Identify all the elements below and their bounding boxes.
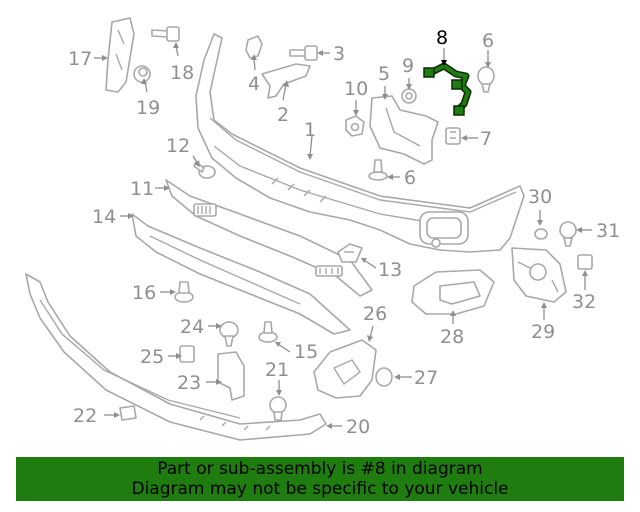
part-6-pushpin-upper	[477, 66, 495, 93]
callout-11: 11	[130, 178, 154, 200]
part-12-screw	[193, 161, 216, 179]
callout-29: 29	[531, 321, 555, 343]
callout-10: 10	[344, 78, 368, 100]
part-21-pushpin	[269, 396, 287, 421]
part-1-bumper-cover	[195, 33, 525, 253]
callout-6-upper: 6	[482, 30, 494, 52]
part-16-pushpin	[174, 281, 194, 303]
part-5-support-bracket	[369, 95, 439, 165]
part-32-bulb-holder	[577, 254, 593, 270]
banner-line-1: Part or sub-assembly is #8 in diagram	[157, 459, 483, 479]
part-9-washer	[401, 88, 417, 104]
part-22-clip	[119, 405, 137, 421]
part-24-screw	[219, 321, 239, 347]
callout-6-lower: 6	[404, 167, 416, 189]
callout-13: 13	[378, 259, 402, 281]
part-30-screw	[534, 228, 548, 240]
callout-12: 12	[166, 135, 190, 157]
part-31-socket	[559, 221, 577, 247]
part-15-pushpin	[258, 321, 278, 343]
part-17-side-bracket	[105, 17, 135, 93]
part-14-lower-grille	[131, 213, 351, 335]
callout-30: 30	[528, 186, 552, 208]
part-27-screw	[375, 367, 393, 387]
callout-2: 2	[277, 104, 289, 126]
part-28-fog-lamp-bezel	[411, 269, 495, 315]
part-10-nut	[345, 115, 365, 137]
callout-22: 22	[73, 405, 97, 427]
callout-21: 21	[265, 359, 289, 381]
callout-7: 7	[480, 128, 492, 150]
part-26-bracket	[313, 339, 377, 399]
callout-24: 24	[180, 316, 204, 338]
callout-25: 25	[140, 346, 164, 368]
part-4-clip	[245, 35, 263, 59]
callout-5: 5	[378, 63, 390, 85]
callout-26: 26	[363, 303, 387, 325]
callout-16: 16	[132, 282, 156, 304]
callout-31: 31	[596, 220, 620, 242]
callout-28: 28	[440, 326, 464, 348]
callout-19: 19	[136, 97, 160, 119]
part-19-nut	[133, 65, 151, 83]
part-8-wiring-harness	[423, 62, 472, 116]
part-20-lower-valance	[25, 273, 327, 441]
part-7-clip	[445, 127, 461, 145]
callout-1: 1	[304, 119, 316, 141]
callout-32: 32	[572, 291, 596, 313]
callout-15: 15	[294, 341, 318, 363]
callout-23: 23	[177, 372, 201, 394]
part-13-sensor-bracket	[337, 243, 363, 263]
callout-20: 20	[346, 416, 370, 438]
leader-lines	[94, 42, 592, 429]
part-18-bolt	[151, 26, 180, 42]
part-2-bracket	[261, 63, 311, 99]
banner-line-2: Diagram may not be specific to your vehi…	[131, 479, 509, 499]
part-3-bolt	[289, 45, 318, 61]
callout-9: 9	[402, 55, 414, 77]
parts-diagram: 17 18 19 4 2 3 1 5 9 10 8 6 7 6 12 11 14…	[25, 17, 620, 441]
part-11-upper-grille	[165, 179, 373, 297]
callout-14: 14	[92, 206, 116, 228]
part-29-fog-lamp	[511, 247, 567, 303]
callout-3: 3	[333, 43, 345, 65]
callout-4: 4	[248, 73, 260, 95]
info-banner: Part or sub-assembly is #8 in diagram Di…	[16, 457, 624, 501]
callout-8: 8	[436, 27, 448, 49]
part-25-clip	[179, 345, 195, 363]
part-23-bracket	[217, 351, 245, 401]
callout-18: 18	[170, 62, 194, 84]
callout-17: 17	[68, 48, 92, 70]
callout-labels: 17 18 19 4 2 3 1 5 9 10 8 6 7 6 12 11 14…	[68, 27, 620, 438]
part-6-pushpin-lower	[368, 159, 388, 181]
callout-27: 27	[414, 367, 438, 389]
